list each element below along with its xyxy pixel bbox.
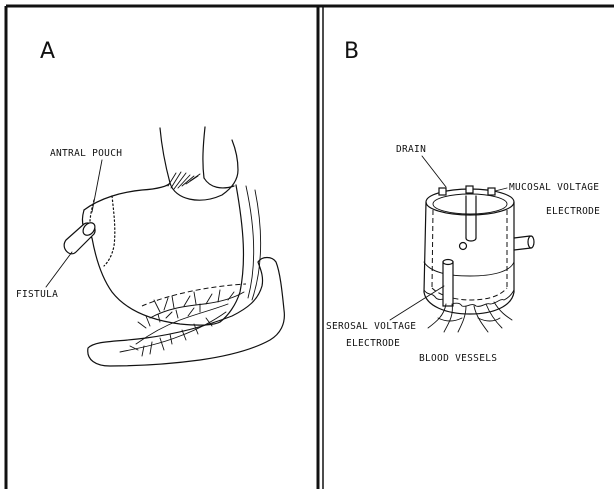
label-mucosal-voltage: MUCOSAL VOLTAGE: [509, 182, 599, 193]
label-blood-vessels: BLOOD VESSELS: [419, 353, 497, 364]
panel-a-letter: A: [40, 39, 55, 64]
leader-fistula: [46, 252, 72, 287]
label-serosal-voltage: SEROSAL VOLTAGE: [326, 321, 416, 332]
vessel-network: [120, 290, 244, 356]
panel-b: B: [326, 39, 600, 364]
label-antral-pouch: ANTRAL POUCH: [50, 148, 122, 159]
blood-vessels: [428, 302, 512, 332]
stomach-drawing: [64, 127, 284, 366]
label-serosal-electrode: ELECTRODE: [346, 338, 400, 349]
leader-antral-pouch: [92, 160, 102, 212]
serosal-electrode: [443, 260, 453, 307]
leader-drain: [422, 156, 446, 187]
figure-frame: [6, 6, 614, 489]
mucosal-electrode-port: [514, 236, 534, 250]
label-drain: DRAIN: [396, 144, 426, 155]
chamber-drawing: [424, 186, 534, 332]
leader-serosal: [390, 286, 444, 320]
label-fistula: FISTULA: [16, 289, 58, 300]
leader-mucosal: [495, 188, 507, 191]
label-mucosal-electrode: ELECTRODE: [546, 206, 600, 217]
panel-a: A: [16, 39, 284, 366]
panel-b-letter: B: [344, 39, 359, 64]
fistula-cannula: [64, 220, 97, 253]
